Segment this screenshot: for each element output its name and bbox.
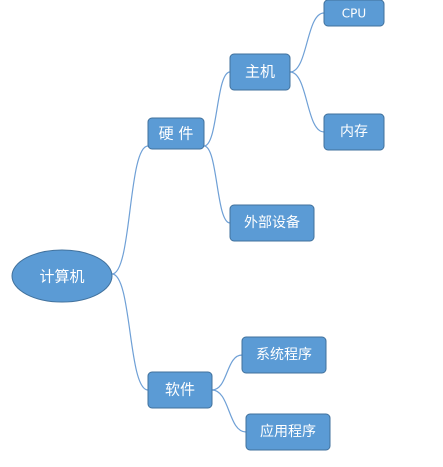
- connector-host-cpu: [289, 12, 325, 73]
- connector-root-hardware: [111, 145, 149, 275]
- connector-root-software: [111, 273, 149, 391]
- connectors: [111, 12, 325, 433]
- node-host-label: 主机: [245, 63, 275, 81]
- node-software-label: 软件: [165, 381, 195, 399]
- node-hardware[interactable]: 硬 件: [147, 117, 205, 150]
- node-cpu[interactable]: CPU: [323, 0, 385, 27]
- node-system-programs-label: 系统程序: [256, 347, 312, 363]
- connector-host-memory: [289, 71, 325, 133]
- node-software[interactable]: 软件: [147, 371, 213, 409]
- node-application-programs-label: 应用程序: [260, 423, 316, 440]
- node-cpu-label: CPU: [342, 7, 366, 21]
- node-memory-label: 内存: [340, 124, 368, 140]
- node-application-programs[interactable]: 应用程序: [245, 413, 331, 451]
- connector-hardware-peripherals: [203, 145, 231, 224]
- node-host[interactable]: 主机: [229, 53, 291, 91]
- node-root-label: 计算机: [39, 268, 84, 286]
- node-system-programs[interactable]: 系统程序: [241, 336, 327, 374]
- connector-software-system: [211, 354, 243, 391]
- connector-hardware-host: [203, 71, 231, 147]
- node-memory[interactable]: 内存: [323, 113, 385, 151]
- node-root[interactable]: 计算机: [11, 249, 113, 303]
- node-peripherals[interactable]: 外部设备: [229, 204, 315, 242]
- connector-software-application: [211, 389, 247, 433]
- node-peripherals-label: 外部设备: [244, 214, 300, 231]
- node-hardware-label: 硬 件: [159, 125, 194, 143]
